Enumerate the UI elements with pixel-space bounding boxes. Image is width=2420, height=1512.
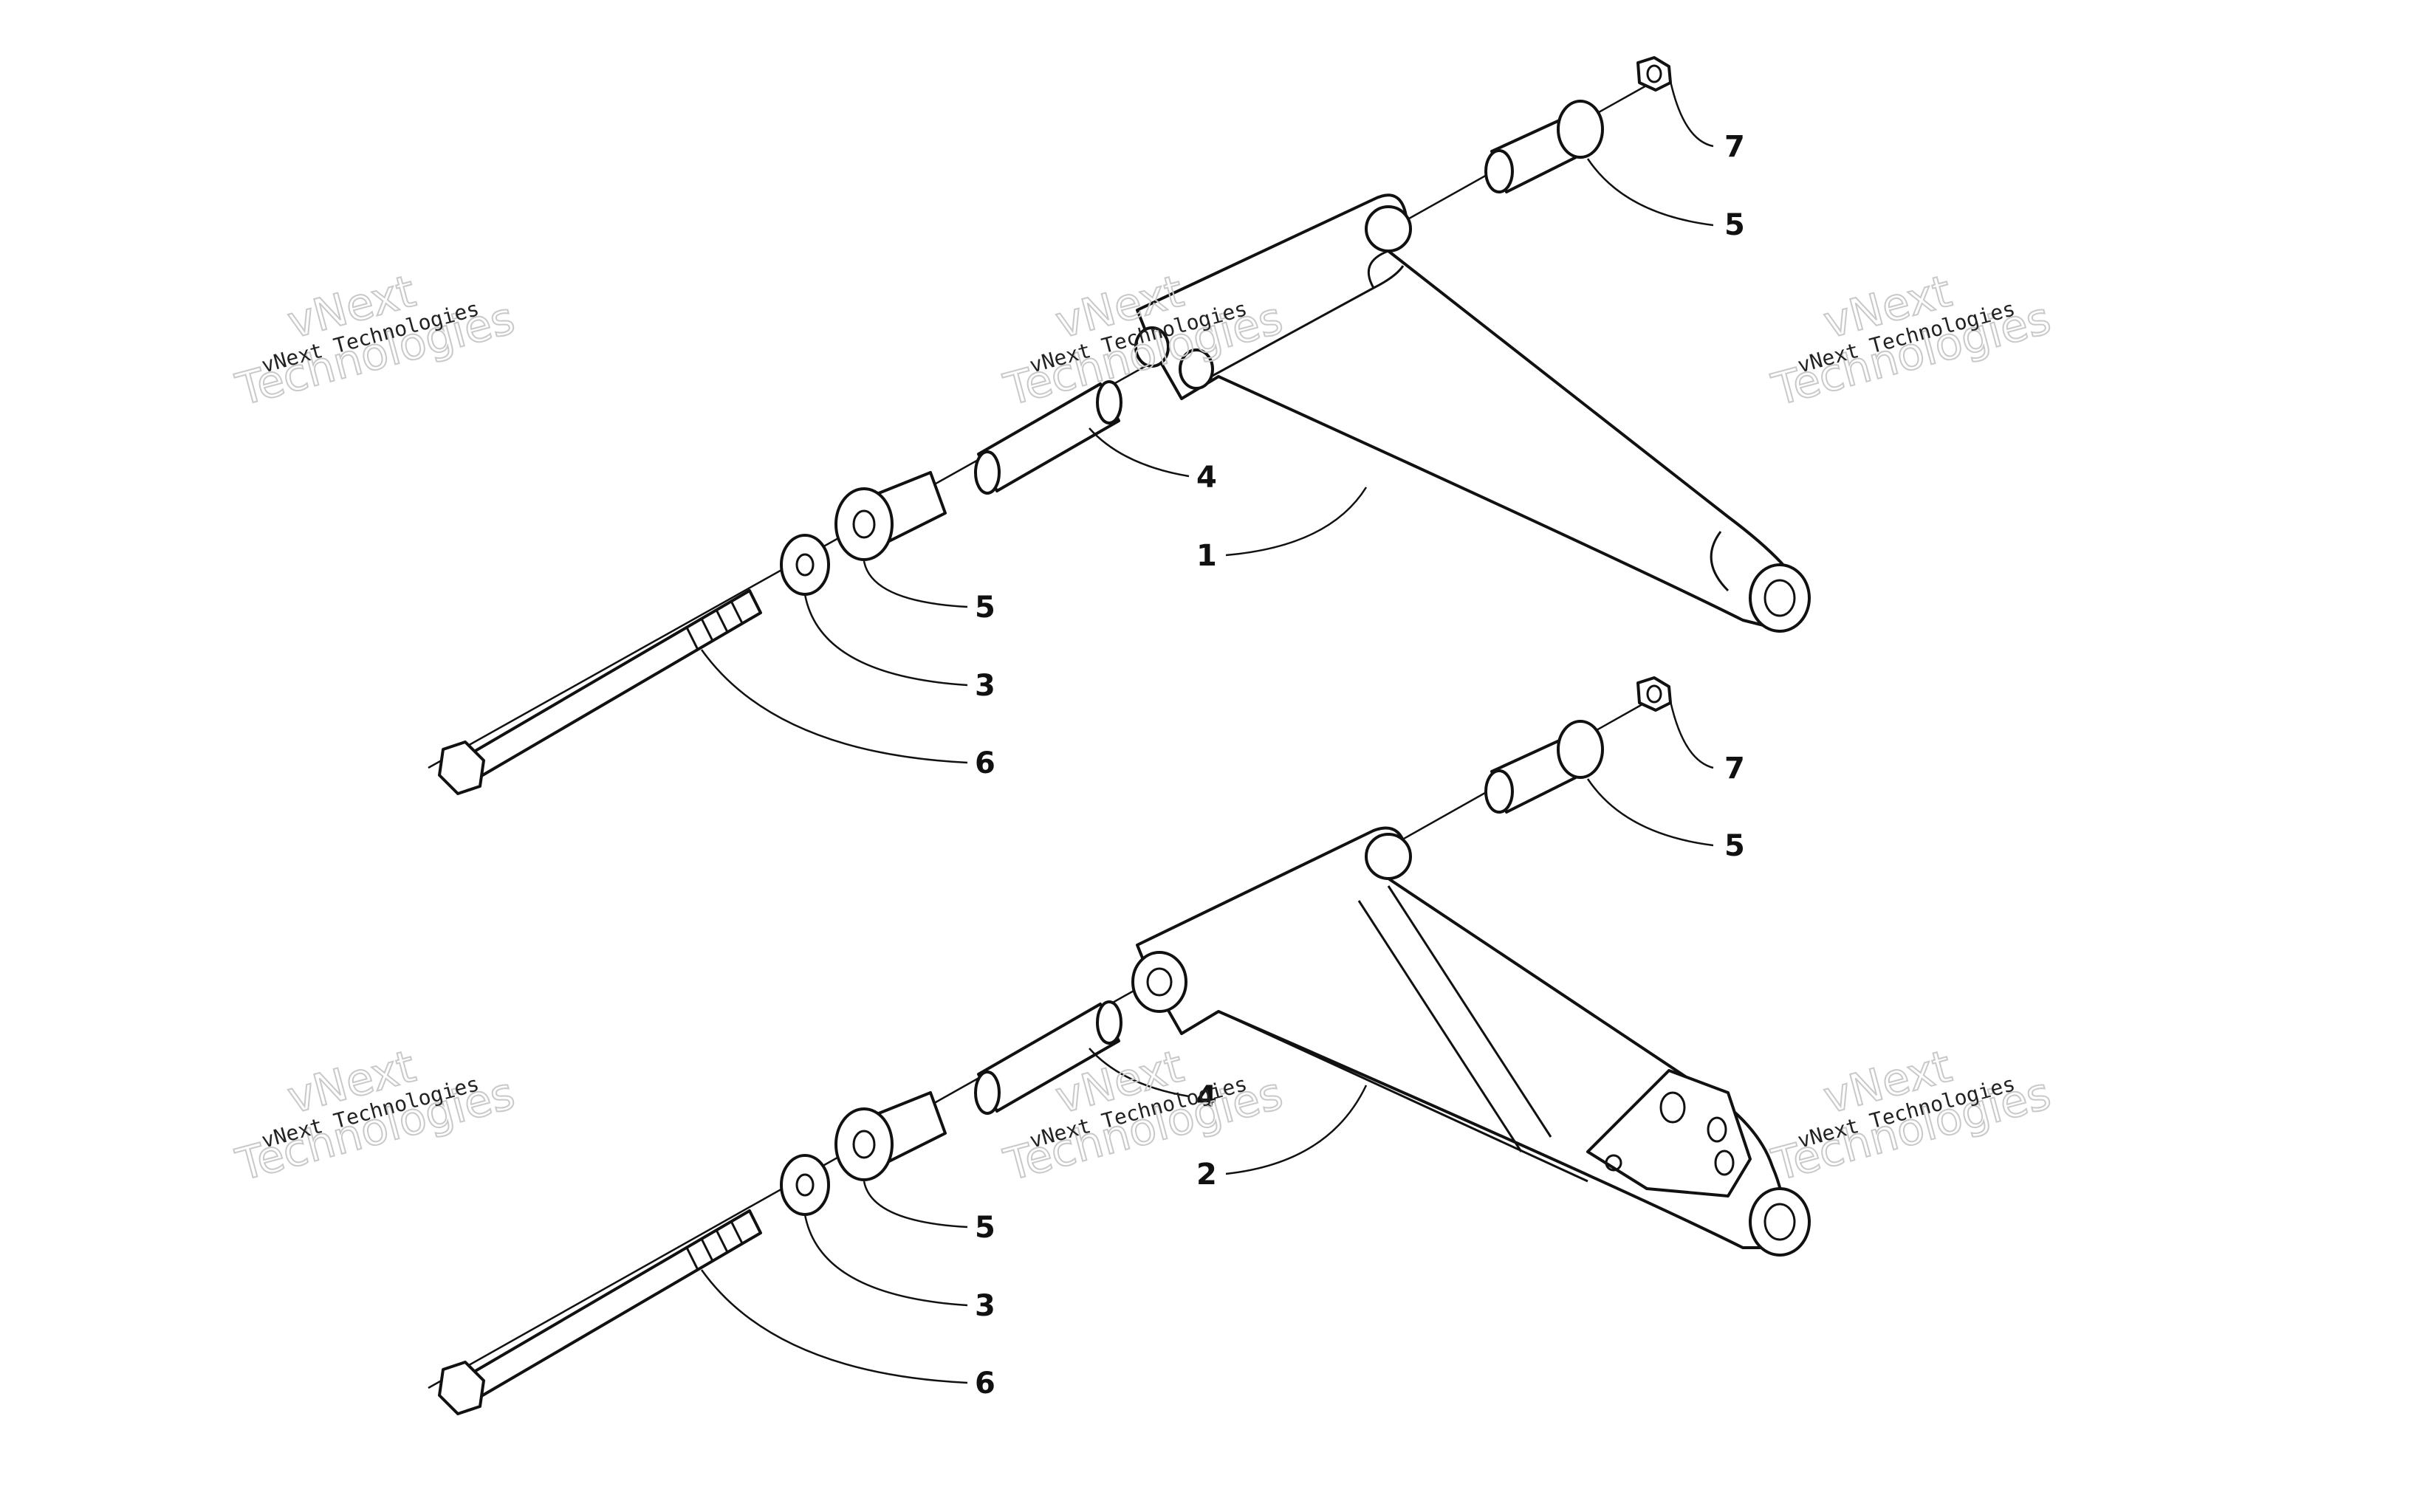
bushing-bottom-left <box>834 1091 947 1181</box>
bushing-top-right <box>1484 100 1604 193</box>
washer-top <box>780 534 830 596</box>
bolt-bottom <box>438 1209 762 1415</box>
bolt-top <box>438 589 762 795</box>
callout-bottom-3: 3 <box>975 1289 995 1323</box>
washer-bottom <box>780 1154 830 1216</box>
callout-top-7: 7 <box>1724 130 1745 164</box>
callout-bottom-5b: 5 <box>975 1211 995 1245</box>
watermark-1: vNext Technologies vNext Technologies <box>230 265 521 417</box>
sleeve-top <box>974 380 1122 495</box>
callout-top-3: 3 <box>975 669 995 703</box>
watermarks: vNext Technologies vNext Technologies vN… <box>230 265 2057 1192</box>
nut-bottom <box>1636 676 1672 712</box>
callouts: 7 5 4 1 5 3 6 7 5 4 2 5 3 6 <box>975 130 1745 1401</box>
bushing-bottom-right <box>1484 720 1604 814</box>
leader-lines <box>700 80 1714 1384</box>
watermark-6: vNext Technologies vNext Technologies <box>1766 1040 2057 1192</box>
callout-bottom-5a: 5 <box>1724 829 1745 863</box>
watermark-4: vNext Technologies vNext Technologies <box>230 1040 521 1192</box>
bushing-top-left <box>834 471 947 561</box>
callout-bottom-6: 6 <box>975 1367 995 1401</box>
callout-bottom-2: 2 <box>1196 1158 1217 1192</box>
a-arm-1 <box>1134 193 1811 633</box>
sleeve-bottom <box>974 1000 1122 1115</box>
callout-top-5b: 5 <box>975 591 995 625</box>
callout-bottom-7: 7 <box>1724 752 1745 786</box>
callout-top-6: 6 <box>975 746 995 780</box>
a-arm-2 <box>1131 826 1811 1257</box>
nut-top <box>1636 56 1672 92</box>
bottom-assembly <box>428 676 1811 1415</box>
callout-top-4: 4 <box>1196 461 1217 495</box>
callout-bottom-4: 4 <box>1196 1080 1217 1114</box>
watermark-3: vNext Technologies vNext Technologies <box>1766 265 2057 417</box>
top-assembly <box>428 56 1811 795</box>
callout-top-5a: 5 <box>1724 208 1745 242</box>
callout-top-1: 1 <box>1196 539 1217 573</box>
